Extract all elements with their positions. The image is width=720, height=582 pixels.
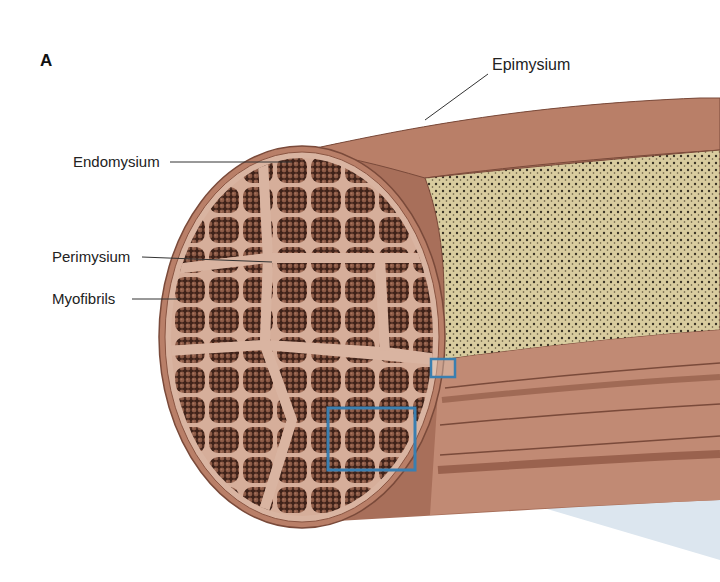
panel-letter: A xyxy=(40,52,52,70)
part-label: Endomysium xyxy=(73,153,160,171)
part-label: Myofibrils xyxy=(52,290,115,308)
fascicles xyxy=(150,140,460,540)
layer-band xyxy=(442,377,720,400)
leader-line xyxy=(142,257,272,262)
fascicle xyxy=(265,258,385,352)
fascicle xyxy=(150,140,268,272)
zoom-wedge xyxy=(415,138,720,560)
fascicle-layers xyxy=(430,330,720,515)
leader-line xyxy=(132,299,180,300)
zoom-box xyxy=(431,359,455,377)
leader-line xyxy=(170,162,292,163)
zoom-box xyxy=(328,408,415,470)
fascicle xyxy=(255,345,460,540)
fascicle xyxy=(150,258,268,352)
part-label: Perimysium xyxy=(52,248,130,266)
layer-line xyxy=(440,404,720,425)
fascicle xyxy=(262,140,460,258)
leader-line xyxy=(425,74,488,120)
layer-band xyxy=(438,454,720,470)
cut-surface xyxy=(425,150,720,360)
part-label: Epimysium xyxy=(492,56,570,74)
fascicle xyxy=(380,258,460,362)
